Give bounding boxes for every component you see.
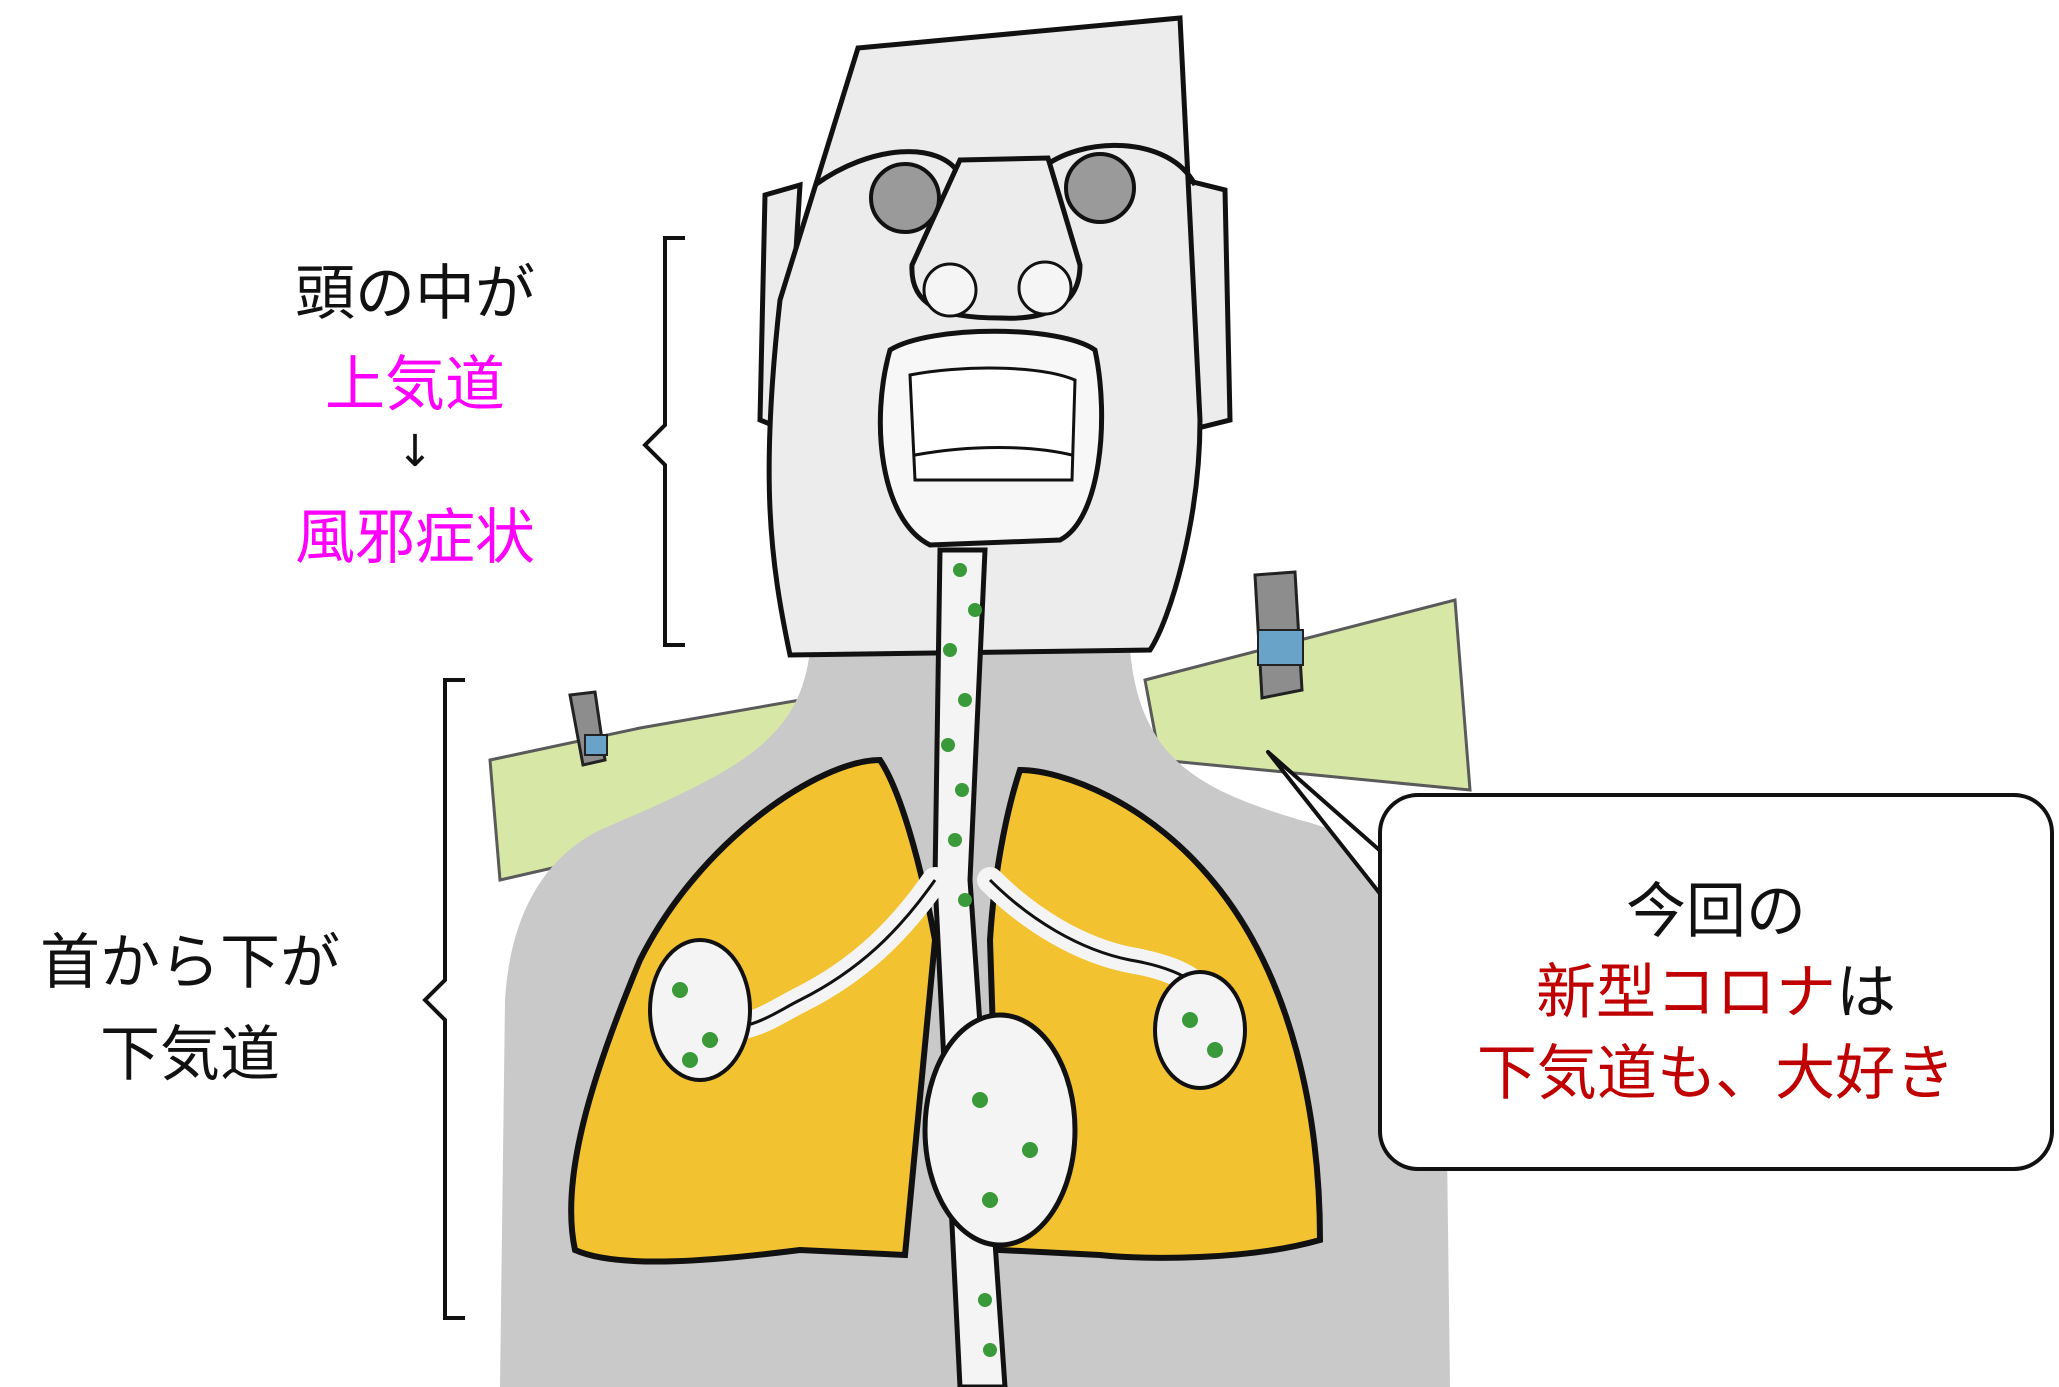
- mouth-inner: [908, 366, 1077, 482]
- tongue: [914, 446, 1073, 457]
- alveoli-right: [1153, 970, 1247, 1090]
- small-moai-right: [1253, 570, 1304, 700]
- moai-brow: [813, 142, 1198, 188]
- nostril-right: [1017, 260, 1073, 316]
- upper-label-line2: 上気道: [325, 350, 505, 420]
- upper-label-line1: 頭の中が: [295, 259, 535, 329]
- upper-bracket: [642, 236, 685, 647]
- speech-callout: 今回の 新型コロナは 下気道も、大好き: [1378, 793, 2054, 1171]
- heart-space: [922, 1012, 1078, 1248]
- alveoli-left: [648, 938, 752, 1082]
- lower-bracket: [422, 678, 465, 1320]
- grass-right: [1143, 598, 1472, 792]
- upper-label-line4: 風邪症状: [295, 503, 535, 573]
- callout-line2: 新型コロナは: [1382, 963, 2050, 1023]
- callout-line3: 下気道も、大好き: [1476, 1039, 1956, 1109]
- callout-line2-black: は: [1836, 958, 1896, 1028]
- upper-arrow: ↓: [396, 426, 434, 477]
- callout-line1: 今回の: [1626, 877, 1806, 947]
- eye-right: [1064, 152, 1136, 224]
- eye-left: [869, 162, 941, 234]
- lower-label-line2: 下気道: [100, 1020, 280, 1090]
- lower-label-line1: 首から下が: [40, 928, 340, 998]
- nostril-left: [922, 262, 978, 318]
- small-moai-left: [568, 690, 608, 767]
- virus-particles: [672, 563, 1223, 1357]
- callout-line2-red: 新型コロナ: [1536, 958, 1836, 1028]
